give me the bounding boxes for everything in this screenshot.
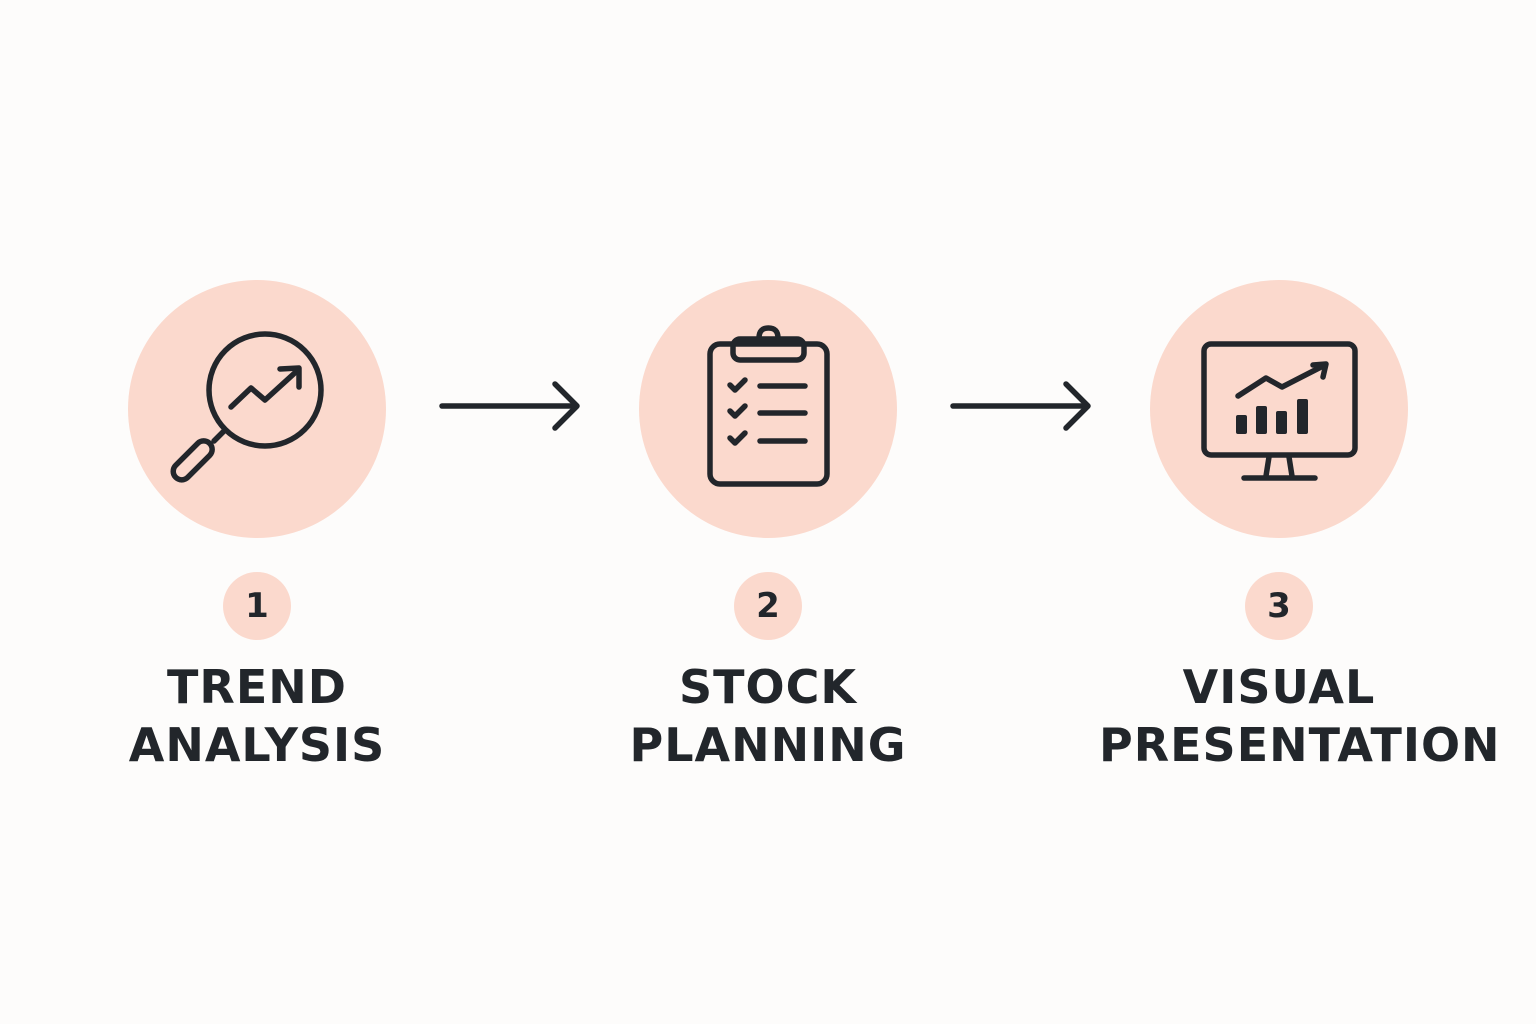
step-label: STOCK PLANNING xyxy=(588,658,948,774)
step-trend-analysis: 1 TREND ANALYSIS xyxy=(77,280,437,774)
step-label: VISUAL PRESENTATION xyxy=(1099,658,1501,774)
clipboard-checklist-icon xyxy=(707,325,830,487)
step-icon-circle xyxy=(128,280,386,538)
step-label-line-2: PLANNING xyxy=(629,718,907,772)
step-label-line-1: VISUAL xyxy=(1182,660,1376,714)
step-label-line-1: STOCK xyxy=(678,660,858,714)
magnifier-trend-icon xyxy=(170,331,324,483)
step-icon-circle xyxy=(1150,280,1408,538)
step-number-badge: 1 xyxy=(223,572,291,640)
step-label-line-2: PRESENTATION xyxy=(1099,718,1501,772)
step-number-badge: 3 xyxy=(1245,572,1313,640)
step-icon-circle xyxy=(639,280,897,538)
step-label-line-1: TREND xyxy=(167,660,347,714)
arrow-right-icon xyxy=(439,381,580,431)
monitor-chart-icon xyxy=(1201,341,1358,481)
step-visual-presentation: 3 VISUAL PRESENTATION xyxy=(1099,280,1501,774)
step-label: TREND ANALYSIS xyxy=(77,658,437,774)
step-label-line-2: ANALYSIS xyxy=(128,718,386,772)
step-number-badge: 2 xyxy=(734,572,802,640)
arrow-right-icon xyxy=(950,381,1091,431)
step-stock-planning: 2 STOCK PLANNING xyxy=(588,280,948,774)
